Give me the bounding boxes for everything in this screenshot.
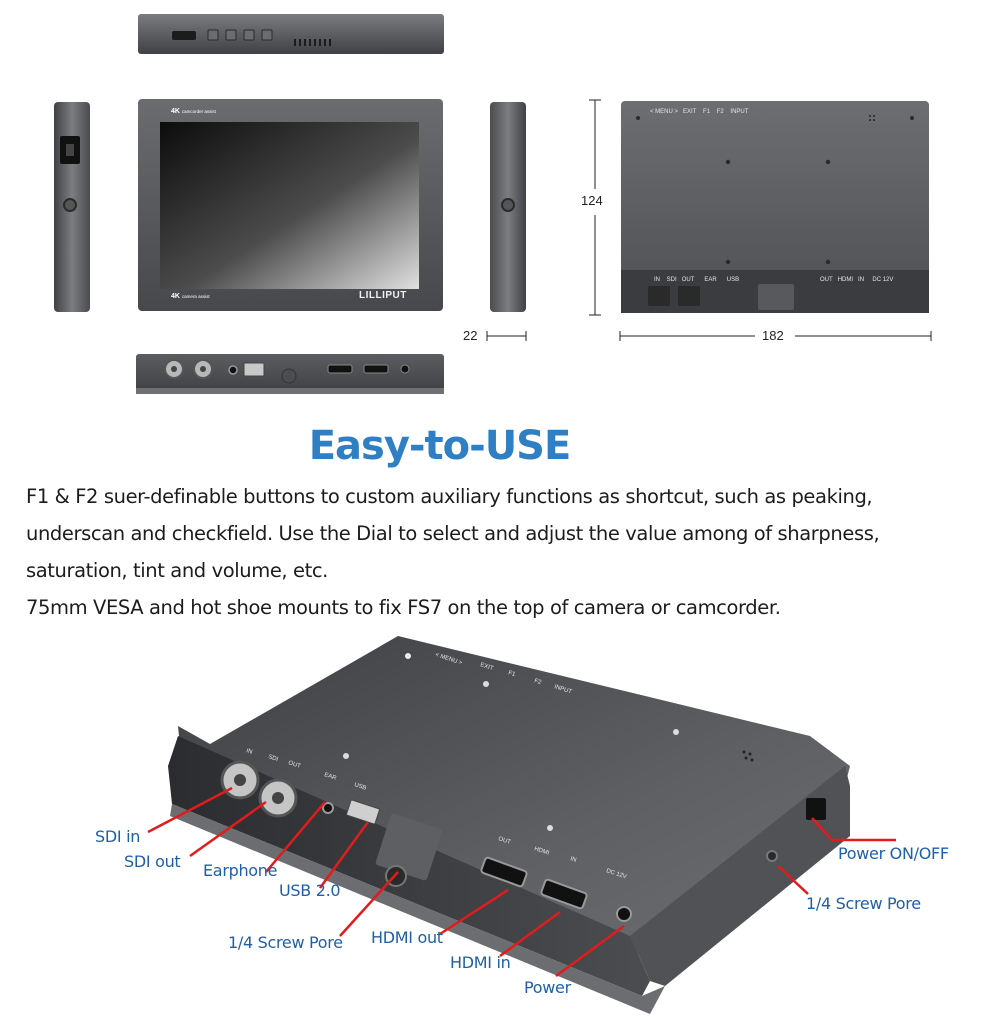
dc-power-jack-icon: [400, 364, 410, 374]
svg-text:F2: F2: [533, 678, 542, 686]
screw-hole-icon: [501, 198, 515, 212]
hdmi-in-port-icon: [540, 878, 588, 910]
svg-text:INPUT: INPUT: [553, 684, 572, 695]
callout-line-usb: [318, 821, 370, 889]
earphone-jack-icon: [322, 802, 334, 814]
description-line: underscan and checkfield. Use the Dial t…: [26, 522, 880, 545]
svg-text:USB: USB: [353, 782, 367, 792]
usb-port-icon: [243, 362, 265, 377]
callout-line-sdi-in: [147, 786, 233, 834]
right-side-view: [490, 102, 526, 312]
callout-power-switch: Power ON/OFF: [838, 844, 949, 863]
dimension-height-label: 124: [581, 193, 603, 208]
perspective-device-view: < MENU > EXIT F1 F2 INPUT IN SDI OUT EAR…: [168, 636, 850, 1014]
dial-icon: [172, 31, 196, 40]
screw-hole-icon: [766, 850, 778, 862]
svg-text:OUT: OUT: [287, 760, 301, 770]
bottom-view-device: [136, 354, 444, 394]
callout-screw-left: 1/4 Screw Pore: [228, 933, 343, 952]
description-text: F1 & F2 suer-definable buttons to custom…: [26, 478, 966, 626]
callout-lines: [147, 786, 896, 978]
back-view-device: < MENU > EXIT F1 F2 INPUT IN SDI OUT EAR…: [620, 100, 930, 314]
callout-sdi-out: SDI out: [124, 852, 181, 871]
back-port-labels-right: OUT HDMI IN DC 12V: [820, 277, 894, 283]
usb-port-icon: [346, 799, 380, 825]
callout-line-power: [555, 924, 625, 978]
callout-screw-right: 1/4 Screw Pore: [806, 894, 921, 913]
callout-earphone: Earphone: [203, 861, 278, 880]
screen: [160, 122, 419, 289]
dimension-depth-label: 22: [463, 328, 478, 343]
callout-line-screw-left: [339, 871, 399, 937]
hdmi-in-port-icon: [363, 364, 389, 374]
back-button-labels: < MENU > EXIT F1 F2 INPUT: [650, 109, 749, 115]
description-line: saturation, tint and volume, etc.: [26, 559, 328, 582]
hdmi-out-port-icon: [480, 856, 528, 888]
callout-line-screw-right: [777, 865, 809, 895]
dimension-height-line: [589, 99, 601, 316]
svg-text:F1: F1: [507, 670, 516, 678]
callout-line-power-switch: [811, 817, 833, 841]
callout-line-hdmi-in: [499, 910, 561, 958]
callout-usb: USB 2.0: [279, 881, 341, 900]
top-view-device: [138, 14, 444, 54]
callout-line-earphone: [265, 801, 326, 873]
callout-hdmi-in: HDMI in: [450, 953, 511, 972]
front-view-device: 4K camcorder assist 4K camera assist LIL…: [137, 98, 444, 312]
front-badge-bottom: 4K camera assist: [171, 293, 210, 300]
brand-logo: LILLIPUT: [359, 290, 407, 301]
power-switch-icon: [806, 798, 826, 820]
earphone-jack-icon: [228, 365, 238, 375]
svg-text:SDI: SDI: [267, 754, 279, 763]
svg-text:EXIT: EXIT: [479, 662, 494, 672]
svg-text:EAR: EAR: [323, 772, 337, 782]
svg-text:OUT: OUT: [497, 836, 511, 846]
description-line: F1 & F2 suer-definable buttons to custom…: [26, 485, 873, 508]
callout-line-sdi-out: [189, 800, 267, 858]
section-headline: Easy-to-USE: [308, 423, 572, 469]
callout-line-hdmi-out: [439, 888, 509, 936]
screw-hole-icon: [63, 198, 77, 212]
dimension-depth-line: [486, 331, 527, 341]
left-side-view: [54, 102, 90, 312]
callout-hdmi-out: HDMI out: [371, 928, 443, 947]
svg-text:IN: IN: [245, 748, 253, 756]
dc-power-jack-icon: [616, 906, 632, 922]
callout-power: Power: [524, 978, 571, 997]
front-badge-top: 4K camcorder assist: [171, 108, 216, 115]
callout-sdi-in: SDI in: [95, 827, 141, 846]
svg-text:HDMI: HDMI: [533, 846, 550, 857]
dimension-width-label: 182: [762, 328, 784, 343]
back-port-labels-left: IN SDI OUT EAR USB: [654, 277, 740, 283]
dimension-width-line: [619, 331, 932, 341]
hdmi-out-port-icon: [327, 364, 353, 374]
description-line: 75mm VESA and hot shoe mounts to fix FS7…: [26, 596, 781, 619]
svg-text:IN: IN: [569, 856, 577, 864]
